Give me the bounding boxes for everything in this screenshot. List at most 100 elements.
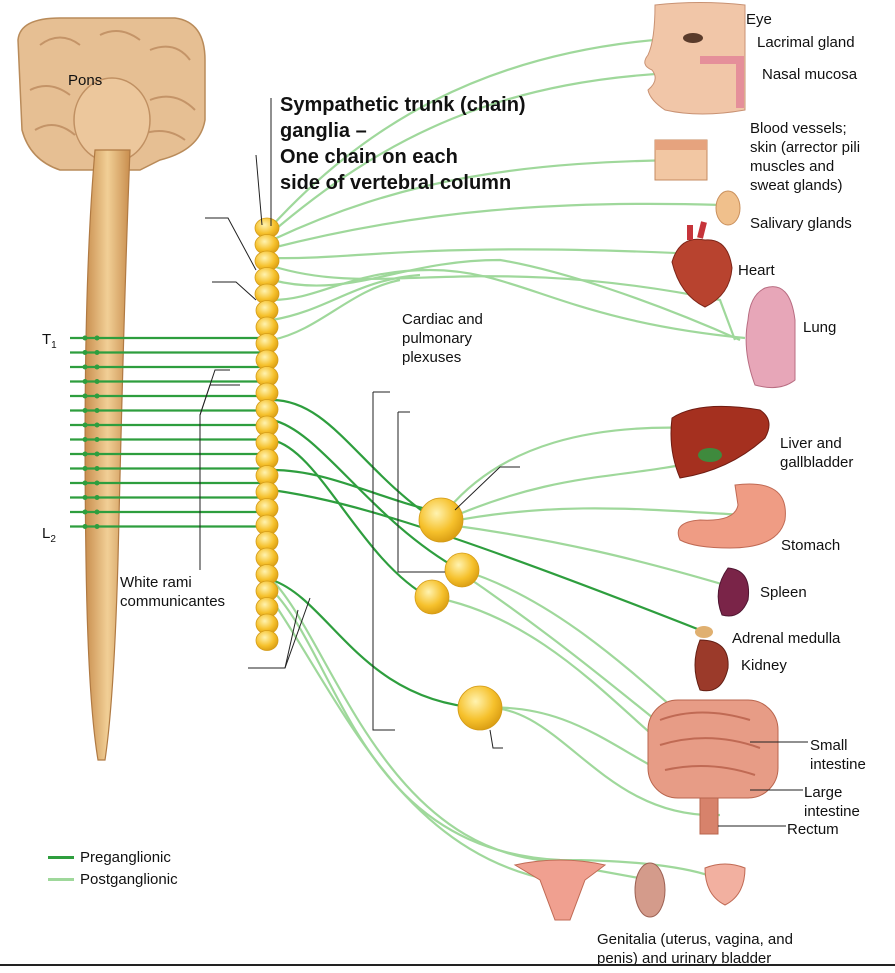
label-l2: L2 — [42, 524, 56, 549]
label-l2-sub: 2 — [50, 534, 56, 545]
postganglionic-fiber — [271, 278, 401, 342]
leader-line — [199, 384, 240, 416]
preganglionic-fiber — [271, 438, 431, 599]
cord-neuron-dot — [82, 350, 88, 355]
label-liver: Liver and gallbladder — [780, 435, 854, 471]
cord-neuron-dot — [94, 451, 100, 457]
leader-line — [397, 411, 445, 573]
head-organ — [644, 2, 746, 115]
label-white-rami: White rami communicantes — [120, 574, 226, 610]
label-sympathetic-trunk: Sympathetic trunk (chain) ganglia – One … — [280, 94, 526, 194]
cord-neuron-dot — [94, 422, 100, 428]
adrenal-organ — [695, 626, 713, 638]
cord-neuron-dot — [82, 422, 88, 428]
heart-vessels — [687, 221, 707, 240]
postganglionic-fiber — [444, 458, 706, 522]
salivary-organ — [715, 190, 741, 226]
postganglionic-fiber — [271, 202, 723, 250]
preganglionic-fiber — [271, 398, 436, 521]
label-stomach: Stomach — [781, 537, 841, 554]
ganglia — [254, 217, 503, 731]
cord-neuron-dot — [94, 495, 100, 500]
cord-neuron-dot — [82, 466, 88, 471]
label-blood-vessels: Blood vessels; skin (arrector pili muscl… — [750, 120, 861, 194]
uterus-organ — [513, 859, 607, 921]
leader-line — [372, 391, 395, 731]
postganglionic-fiber — [271, 264, 737, 341]
cord-neuron-dot — [82, 379, 88, 384]
cord-neuron-dot — [94, 393, 100, 399]
cord-neuron-dot — [82, 495, 88, 500]
postganglionic-fiber — [269, 70, 706, 235]
lung-organ — [745, 286, 796, 389]
bladder-organ — [704, 863, 746, 906]
kidney-organ — [694, 639, 729, 692]
postganglionic-fiber — [271, 248, 721, 260]
leader-line — [199, 369, 230, 416]
cord-neuron-dot — [82, 364, 88, 370]
leader-line — [489, 729, 503, 749]
label-t1: T1 — [42, 330, 57, 355]
leader-line — [205, 217, 257, 271]
label-spleen: Spleen — [760, 584, 807, 601]
label-eye: Eye — [746, 11, 772, 28]
penis-organ — [634, 862, 666, 918]
cord-neuron-dot — [82, 451, 88, 457]
cord-neuron-dot — [82, 524, 88, 529]
legend-post-swatch — [48, 878, 74, 881]
leader-line — [255, 154, 263, 226]
legend-post-label: Postganglionic — [80, 871, 178, 888]
collateral-ganglion — [418, 497, 464, 543]
label-lacrimal-gland: Lacrimal gland — [757, 34, 855, 51]
preganglionic-fiber — [271, 578, 481, 710]
label-l2-letter: L — [42, 525, 51, 542]
intestines-organ — [647, 699, 779, 799]
postganglionic-fiber — [447, 507, 746, 524]
cord-neuron-dot — [94, 524, 100, 529]
legend-pre-label: Preganglionic — [80, 849, 171, 866]
stomach-organ — [677, 483, 786, 549]
postganglionic-fiber — [479, 706, 721, 817]
cord-neuron-dot — [82, 393, 88, 399]
legend-postganglionic: Postganglionic — [48, 871, 178, 888]
label-adrenal-medulla: Adrenal medulla — [732, 630, 841, 647]
label-cardiac-plexuses: Cardiac and pulmonary plexuses — [402, 311, 483, 366]
leader-line — [454, 466, 520, 511]
leader-line — [284, 609, 299, 669]
chain-ganglion — [255, 630, 279, 651]
cord-neuron-dot — [82, 509, 88, 515]
label-pons: Pons — [68, 72, 103, 89]
postganglionic-fiber — [269, 36, 681, 229]
cord-neuron-dot — [94, 350, 100, 355]
brainstem — [17, 17, 206, 171]
cord-neuron-dot — [94, 364, 100, 370]
organs — [513, 2, 796, 921]
postganglionic-fiber — [440, 426, 691, 519]
eye-organ — [683, 33, 703, 43]
heart-organ — [671, 238, 733, 308]
rectum-organ — [699, 797, 719, 835]
collateral-ganglion — [444, 552, 480, 588]
label-small-intestine: Small intestine — [810, 737, 866, 773]
gallbladder-organ — [698, 448, 722, 462]
leader-lines — [199, 98, 808, 827]
spleen-organ — [717, 567, 750, 617]
cord-neuron-dot — [94, 335, 100, 341]
liver-organ — [670, 405, 770, 479]
postganglionic-fiber — [271, 599, 551, 882]
cord-neuron-dot — [94, 509, 100, 515]
postganglionic-fiber — [449, 523, 726, 587]
preganglionic-fiber — [271, 418, 461, 571]
cord-neuron-dot — [94, 408, 100, 413]
label-rectum: Rectum — [787, 821, 839, 838]
cord-neuron-dot — [94, 437, 100, 442]
label-t1-letter: T — [42, 331, 52, 348]
bottom-rule — [0, 964, 895, 966]
cord-neuron-dot — [82, 480, 88, 486]
nasal-mucosa-organ — [700, 56, 744, 108]
label-lung: Lung — [803, 319, 837, 336]
label-nasal-mucosa: Nasal mucosa — [762, 66, 858, 83]
preganglionic-fiber — [271, 488, 701, 632]
postganglionic-fiber — [271, 268, 746, 340]
